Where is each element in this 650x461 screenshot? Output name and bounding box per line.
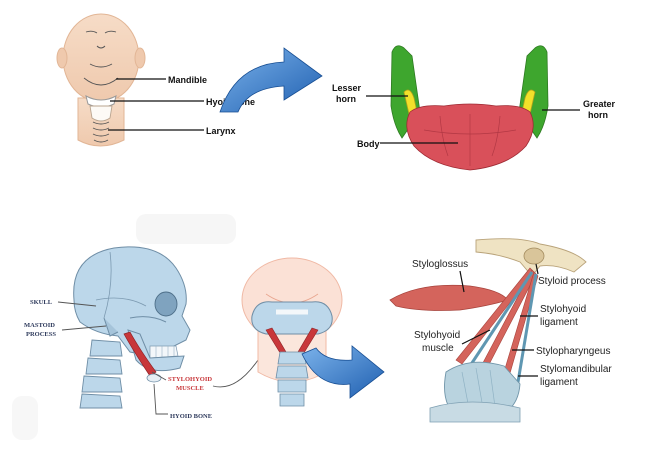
lesser-horn-label-line1: Lesser: [332, 83, 362, 93]
stylohyoid-muscle-label-line2: MUSCLE: [176, 385, 204, 392]
lesser-horn-label-line2: horn: [336, 94, 356, 104]
stylohyoid-muscle-d-label-line2: muscle: [422, 343, 454, 354]
stylohyoid-muscle-d-label-line1: Stylohyoid: [414, 330, 460, 341]
styloid-process-leader: [535, 263, 539, 275]
corner-placeholder: [12, 396, 38, 440]
hyoid-bone-label-c: HYOID BONE: [170, 413, 212, 420]
stylohyoid-muscle-leader: [151, 371, 167, 381]
greater-horn-label-line2: horn: [588, 110, 608, 120]
mastoid-label-line1: MASTOID: [24, 322, 55, 329]
mastoid-leader: [61, 325, 107, 331]
styloglossus-leader: [459, 270, 465, 293]
larynx-shape: [89, 105, 113, 122]
skull-label: SKULL: [30, 299, 53, 306]
hyoid-bone-leader-c: [153, 383, 168, 415]
mandible-label: Mandible: [168, 75, 207, 85]
skull-illustration: [73, 246, 191, 409]
larynx-label: Larynx: [206, 126, 236, 136]
blank-placeholder: [136, 214, 236, 244]
stylohyoid-muscle-label-line1: STYLOHYOID: [168, 376, 212, 383]
stylohyoid-ligament-label-line1: Stylohyoid: [540, 304, 586, 315]
stylomandibular-label-line1: Stylomandibular: [540, 364, 612, 375]
stylohyoid-muscle-d-leader: [461, 329, 491, 345]
body-label: Body: [357, 139, 380, 149]
bottom-arrow: [301, 345, 385, 399]
styloid-detail-illustration: [389, 238, 587, 423]
stylomandibular-label-line2: ligament: [540, 377, 578, 388]
head-neck-illustration: [56, 13, 146, 147]
top-arrow: [219, 47, 323, 113]
stylohyoid-ligament-label-line2: ligament: [540, 317, 578, 328]
styloid-process-label: Styloid process: [538, 276, 606, 287]
skull-leader: [57, 301, 97, 307]
mastoid-label-line2: PROCESS: [26, 331, 56, 338]
greater-horn-label-line1: Greater: [583, 99, 616, 109]
stylohyoid-muscle-leader-right: [212, 359, 259, 388]
styloglossus-label: Styloglossus: [412, 259, 468, 270]
neck-front-illustration: [241, 257, 343, 407]
stylopharyngeus-label: Stylopharyngeus: [536, 346, 611, 357]
hyoid-bone-detail: [390, 45, 549, 171]
